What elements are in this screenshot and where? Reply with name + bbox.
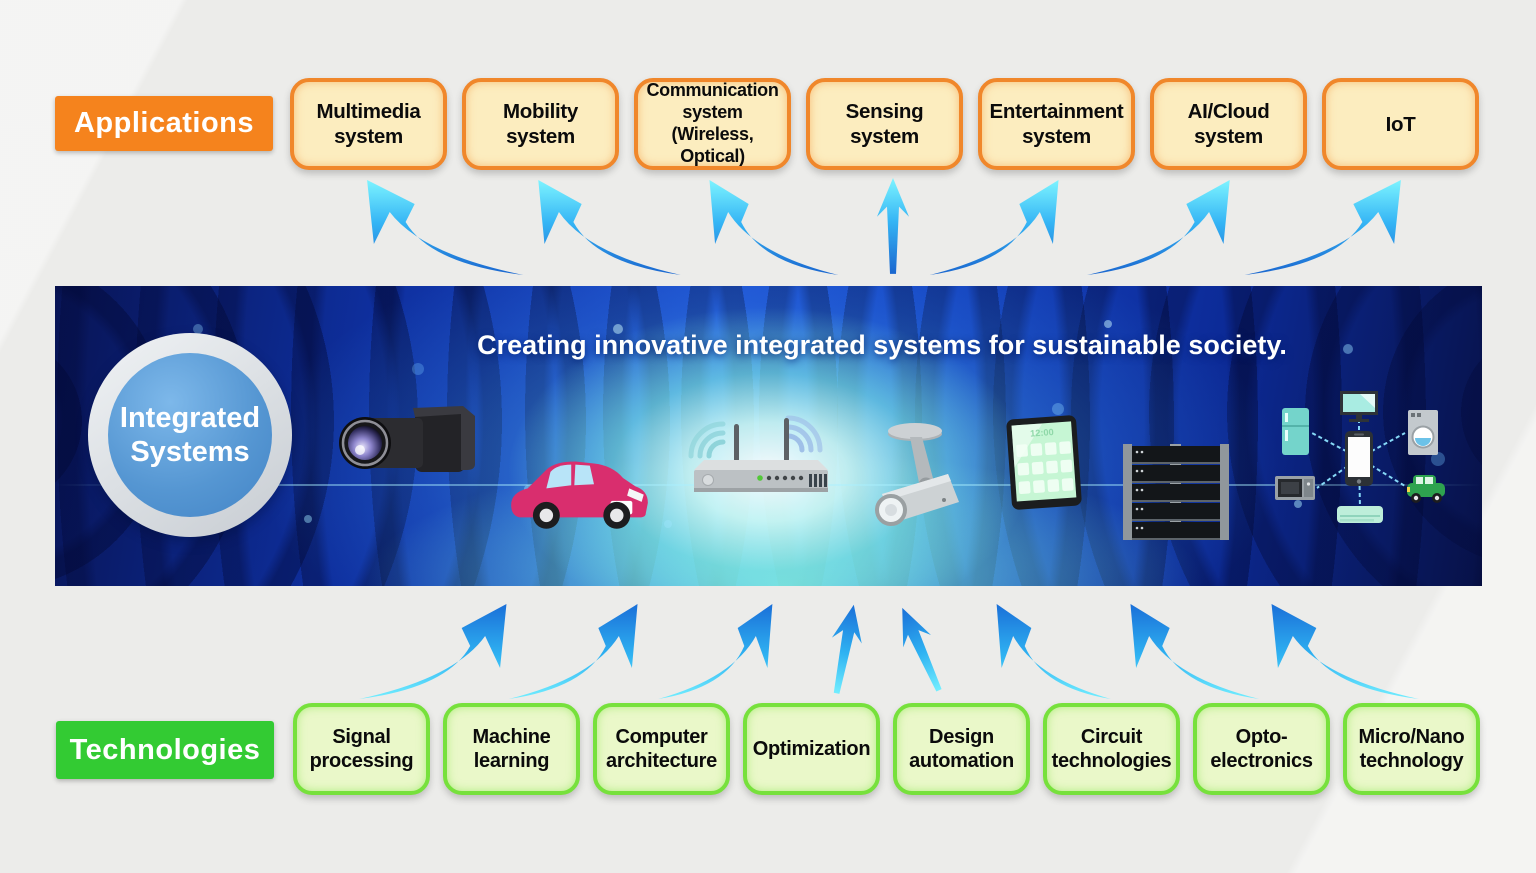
app-box-label: Mobility system xyxy=(502,100,579,148)
server-rack-image xyxy=(1123,444,1229,540)
technologies-chip: Technologies xyxy=(56,721,274,779)
arrow-to-communication xyxy=(709,180,839,275)
app-box-label: Communication system (Wireless, Optical) xyxy=(646,80,779,166)
tech-box-label: Design automation xyxy=(909,725,1014,772)
tech-box-machine-learning: Machine learning xyxy=(443,703,580,795)
arrow-from-design-automation xyxy=(888,601,953,697)
arrow-from-signal-processing xyxy=(359,604,507,699)
security-camera-image xyxy=(875,423,959,526)
tech-box-signal-processing: Signal processing xyxy=(293,703,430,795)
tech-box-micro-nano-technology: Micro/Nano technology xyxy=(1343,703,1480,795)
air-conditioner-icon xyxy=(1337,506,1383,523)
tech-box-label: Circuit technologies xyxy=(1051,725,1172,772)
app-box-label: Entertainment system xyxy=(989,100,1124,148)
app-box-label: AI/Cloud system xyxy=(1187,100,1270,148)
tech-box-computer-architecture: Computer architecture xyxy=(593,703,730,795)
app-box-entertainment-system: Entertainment system xyxy=(978,78,1135,170)
arrow-from-micro-nano xyxy=(1271,604,1419,699)
arrow-from-computer-architecture xyxy=(658,604,773,699)
app-box-multimedia-system: Multimedia system xyxy=(290,78,447,170)
app-box-label: Sensing system xyxy=(845,100,924,148)
technologies-row: Signal processing Machine learning Compu… xyxy=(293,703,1480,795)
app-box-mobility-system: Mobility system xyxy=(462,78,619,170)
arrow-to-mobility xyxy=(538,180,681,275)
arrow-from-opto-electronics xyxy=(1130,604,1260,699)
arrow-from-machine-learning xyxy=(508,604,638,699)
arrow-to-iot xyxy=(1244,180,1401,275)
integrated-systems-badge-label: Integrated Systems xyxy=(119,401,261,468)
app-box-label: Multimedia system xyxy=(316,100,421,148)
refrigerator-icon xyxy=(1282,408,1309,455)
arrow-to-multimedia xyxy=(367,180,524,275)
arrow-from-circuit-technologies xyxy=(996,604,1111,699)
arrow-to-sensing xyxy=(877,178,909,274)
tech-box-design-automation: Design automation xyxy=(893,703,1030,795)
tech-box-label: Micro/Nano technology xyxy=(1358,725,1465,772)
iot-network-image xyxy=(1275,391,1445,523)
tech-box-circuit-technologies: Circuit technologies xyxy=(1043,703,1180,795)
app-box-label: IoT xyxy=(1385,112,1416,136)
green-car-icon xyxy=(1407,475,1445,503)
tech-box-optimization: Optimization xyxy=(743,703,880,795)
arrow-to-entertainment xyxy=(929,180,1059,275)
applications-row: Multimedia system Mobility system Commun… xyxy=(290,78,1479,170)
tech-box-label: Optimization xyxy=(752,737,871,760)
banner-headline: Creating innovative integrated systems f… xyxy=(477,330,1287,360)
integrated-systems-banner: Creating innovative integrated systems f… xyxy=(55,286,1482,586)
smartphone-icon xyxy=(1345,431,1373,486)
applications-chip: Applications xyxy=(55,96,273,151)
integrated-systems-badge-inner: Integrated Systems xyxy=(108,353,272,517)
tech-box-opto-electronics: Opto- electronics xyxy=(1193,703,1330,795)
arrow-from-optimization xyxy=(821,601,869,697)
tablet-clock-text: 12:00 xyxy=(1030,427,1054,439)
app-box-communication-system: Communication system (Wireless, Optical) xyxy=(634,78,791,170)
washing-machine-icon xyxy=(1408,410,1438,455)
tech-box-label: Machine learning xyxy=(472,725,551,772)
tech-box-label: Signal processing xyxy=(309,725,414,772)
tech-box-label: Opto- electronics xyxy=(1210,725,1313,772)
arrow-to-ai-cloud xyxy=(1087,180,1230,275)
tablet-image: 12:00 xyxy=(1006,415,1082,510)
wireless-router-image xyxy=(688,415,828,492)
pink-car-image xyxy=(511,461,648,529)
app-box-ai-cloud-system: AI/Cloud system xyxy=(1150,78,1307,170)
app-box-sensing-system: Sensing system xyxy=(806,78,963,170)
integrated-systems-badge: Integrated Systems xyxy=(88,333,292,537)
microwave-icon xyxy=(1275,476,1315,500)
camcorder-image xyxy=(339,406,475,472)
tech-box-label: Computer architecture xyxy=(606,725,717,772)
light-dots-decoration xyxy=(55,286,61,292)
app-box-iot: IoT xyxy=(1322,78,1479,170)
